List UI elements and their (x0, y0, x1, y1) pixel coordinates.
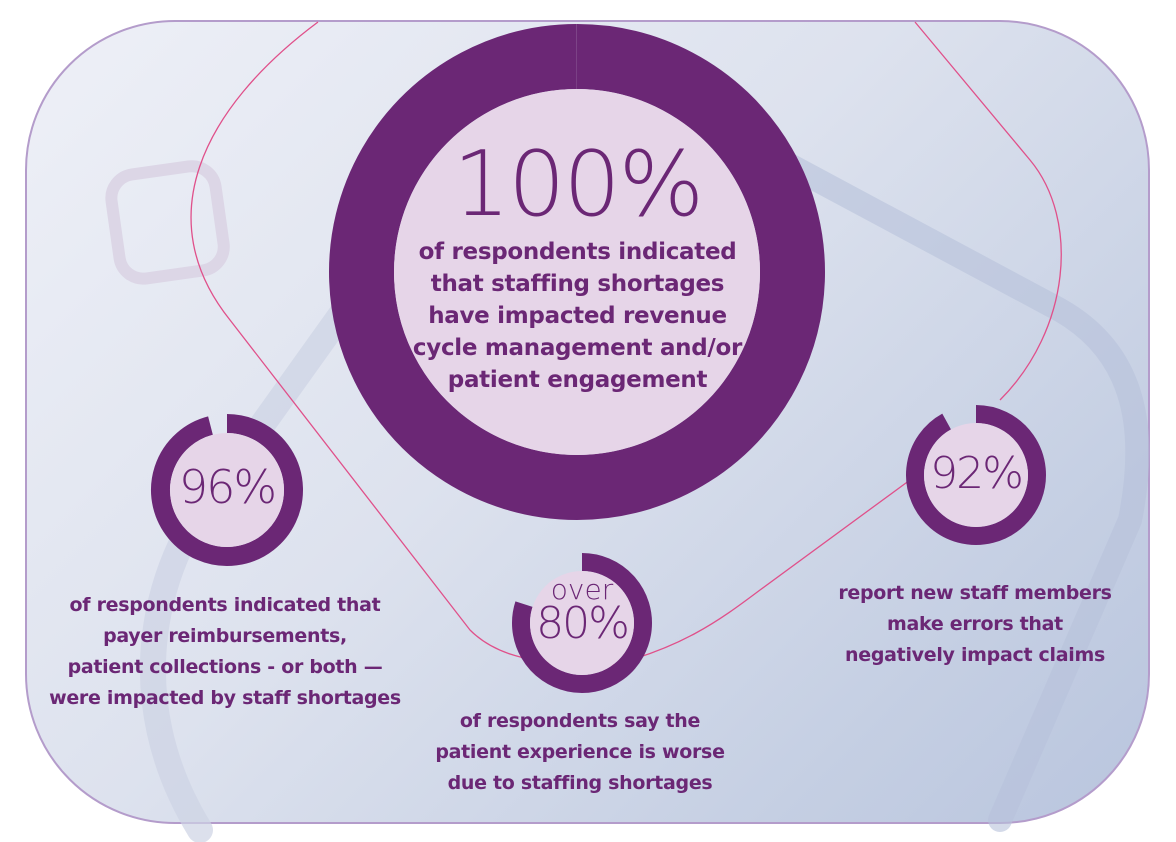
experience-donut-arc (512, 553, 652, 693)
caption-line: patient engagement (447, 367, 708, 393)
payer-percent: 96% (178, 460, 277, 514)
errors-caption: report new staff members make errors tha… (820, 578, 1130, 671)
caption-line: of respondents indicated (418, 239, 737, 265)
caption-line: report new staff members (838, 582, 1112, 604)
caption-line: patient experience is worse (435, 741, 725, 763)
caption-line: patient collections - or both — (67, 656, 383, 678)
main-percent: 100% (452, 132, 704, 237)
experience-percent: 80% (536, 598, 630, 649)
caption-line: of respondents say the (459, 710, 701, 732)
caption-line: make errors that (887, 613, 1063, 635)
errors-donut-center (924, 423, 1028, 527)
main-donut-arc (328, 24, 825, 520)
experience-caption: of respondents say the patient experienc… (430, 706, 730, 799)
caption-line: cycle management and/or (412, 335, 743, 361)
caption-line: have impacted revenue (428, 303, 727, 329)
main-caption: of respondents indicated that staffing s… (400, 236, 755, 396)
payer-donut-center (170, 433, 284, 547)
caption-line: due to staffing shortages (447, 772, 713, 794)
errors-percent: 92% (930, 448, 1024, 499)
caption-line: that staffing shortages (430, 271, 725, 297)
caption-line: were impacted by staff shortages (49, 687, 401, 709)
experience-prefix: over (550, 573, 614, 606)
caption-line: negatively impact claims (845, 644, 1105, 666)
experience-donut-center (530, 571, 634, 675)
payer-donut-arc (151, 414, 303, 566)
caption-line: of respondents indicated that (69, 594, 381, 616)
main-donut-center (394, 89, 760, 455)
payer-caption: of respondents indicated that payer reim… (40, 590, 410, 714)
errors-donut-arc (906, 405, 1046, 545)
caption-line: payer reimbursements, (103, 625, 347, 647)
